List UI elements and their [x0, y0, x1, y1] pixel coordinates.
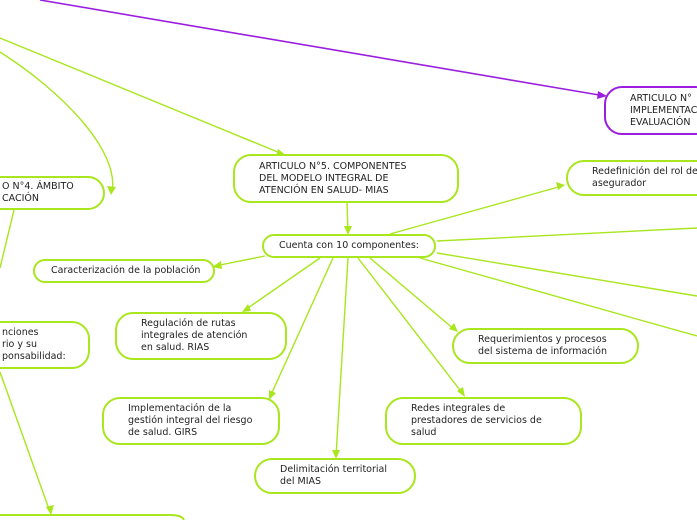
connector-articulo4-down [0, 209, 15, 269]
node-componentes[interactable]: Cuenta con 10 componentes: [262, 234, 436, 258]
connector-to-implementacion [269, 257, 334, 398]
connector-to-caracterizacion [214, 255, 266, 267]
node-implementacion-label: Implementación de la gestión integral de… [128, 403, 253, 438]
node-redes-label: Redes integrales de prestadores de servi… [411, 403, 542, 438]
connector-to-articulo4 [0, 51, 114, 193]
node-articulo5[interactable]: ARTICULO N°5. COMPONENTES DEL MODELO INT… [233, 154, 459, 203]
node-articulo4-label: O N°4. ÁMBITO CACIÓN [2, 181, 74, 204]
node-requerimientos-label: Requerimientos y procesos del sistema de… [478, 334, 607, 357]
connector-right-3 [419, 257, 697, 337]
node-articulo6[interactable]: ARTICULO N° IMPLEMENTAC EVALUACIÓN [604, 86, 697, 135]
node-delimitacion[interactable]: Delimitación territorial del MIAS [254, 458, 416, 494]
connector-to-delimitacion [335, 257, 349, 457]
arrow-to-articulo6 [597, 91, 607, 99]
arrow-to-requerimientos [449, 323, 458, 332]
arrow-to-redes [457, 387, 465, 397]
arrow-to-delimitacion [332, 450, 340, 459]
node-articulo6-label: ARTICULO N° IMPLEMENTAC EVALUACIÓN [630, 92, 697, 128]
partial-bottom-node [0, 514, 185, 520]
connector-to-redefinicion [389, 185, 563, 235]
node-redefinicion[interactable]: Redefinición del rol de asegurador [566, 160, 697, 196]
connector-to-articulo6 [39, 0, 606, 97]
node-requerimientos[interactable]: Requerimientos y procesos del sistema de… [452, 328, 639, 364]
node-redes[interactable]: Redes integrales de prestadores de servi… [385, 397, 582, 445]
node-funciones[interactable]: nciones rio y su ponsabilidad: [0, 321, 90, 369]
node-redefinicion-label: Redefinición del rol de asegurador [592, 166, 697, 189]
node-delimitacion-label: Delimitación territorial del MIAS [280, 464, 387, 487]
node-regulacion-label: Regulación de rutas integrales de atenci… [141, 318, 248, 353]
arrow-to-redefinicion [556, 182, 565, 190]
node-funciones-label: nciones rio y su ponsabilidad: [2, 327, 66, 362]
arrow-to-regulacion [242, 304, 251, 312]
connector-right-2 [436, 252, 697, 297]
node-componentes-label: Cuenta con 10 componentes: [278, 240, 419, 251]
node-caracterizacion-label: Caracterización de la población [51, 265, 201, 276]
connector-right-1 [436, 227, 697, 242]
arrow-to-componentes [344, 226, 352, 235]
connector-to-articulo5 [0, 37, 286, 156]
node-regulacion[interactable]: Regulación de rutas integrales de atenci… [115, 312, 287, 360]
connector-to-requerimientos [369, 257, 456, 331]
arrow-to-articulo4 [107, 186, 116, 195]
node-articulo5-label: ARTICULO N°5. COMPONENTES DEL MODELO INT… [259, 160, 407, 196]
node-implementacion[interactable]: Implementación de la gestión integral de… [102, 397, 280, 445]
connector-funciones-down [0, 371, 51, 513]
arrow-to-implementacion [269, 390, 276, 400]
node-articulo4[interactable]: O N°4. ÁMBITO CACIÓN [0, 176, 105, 210]
arrow-funciones-down [46, 505, 54, 515]
node-caracterizacion[interactable]: Caracterización de la población [33, 259, 215, 283]
connector-to-regulacion [244, 257, 321, 311]
connector-to-redes [357, 257, 464, 395]
